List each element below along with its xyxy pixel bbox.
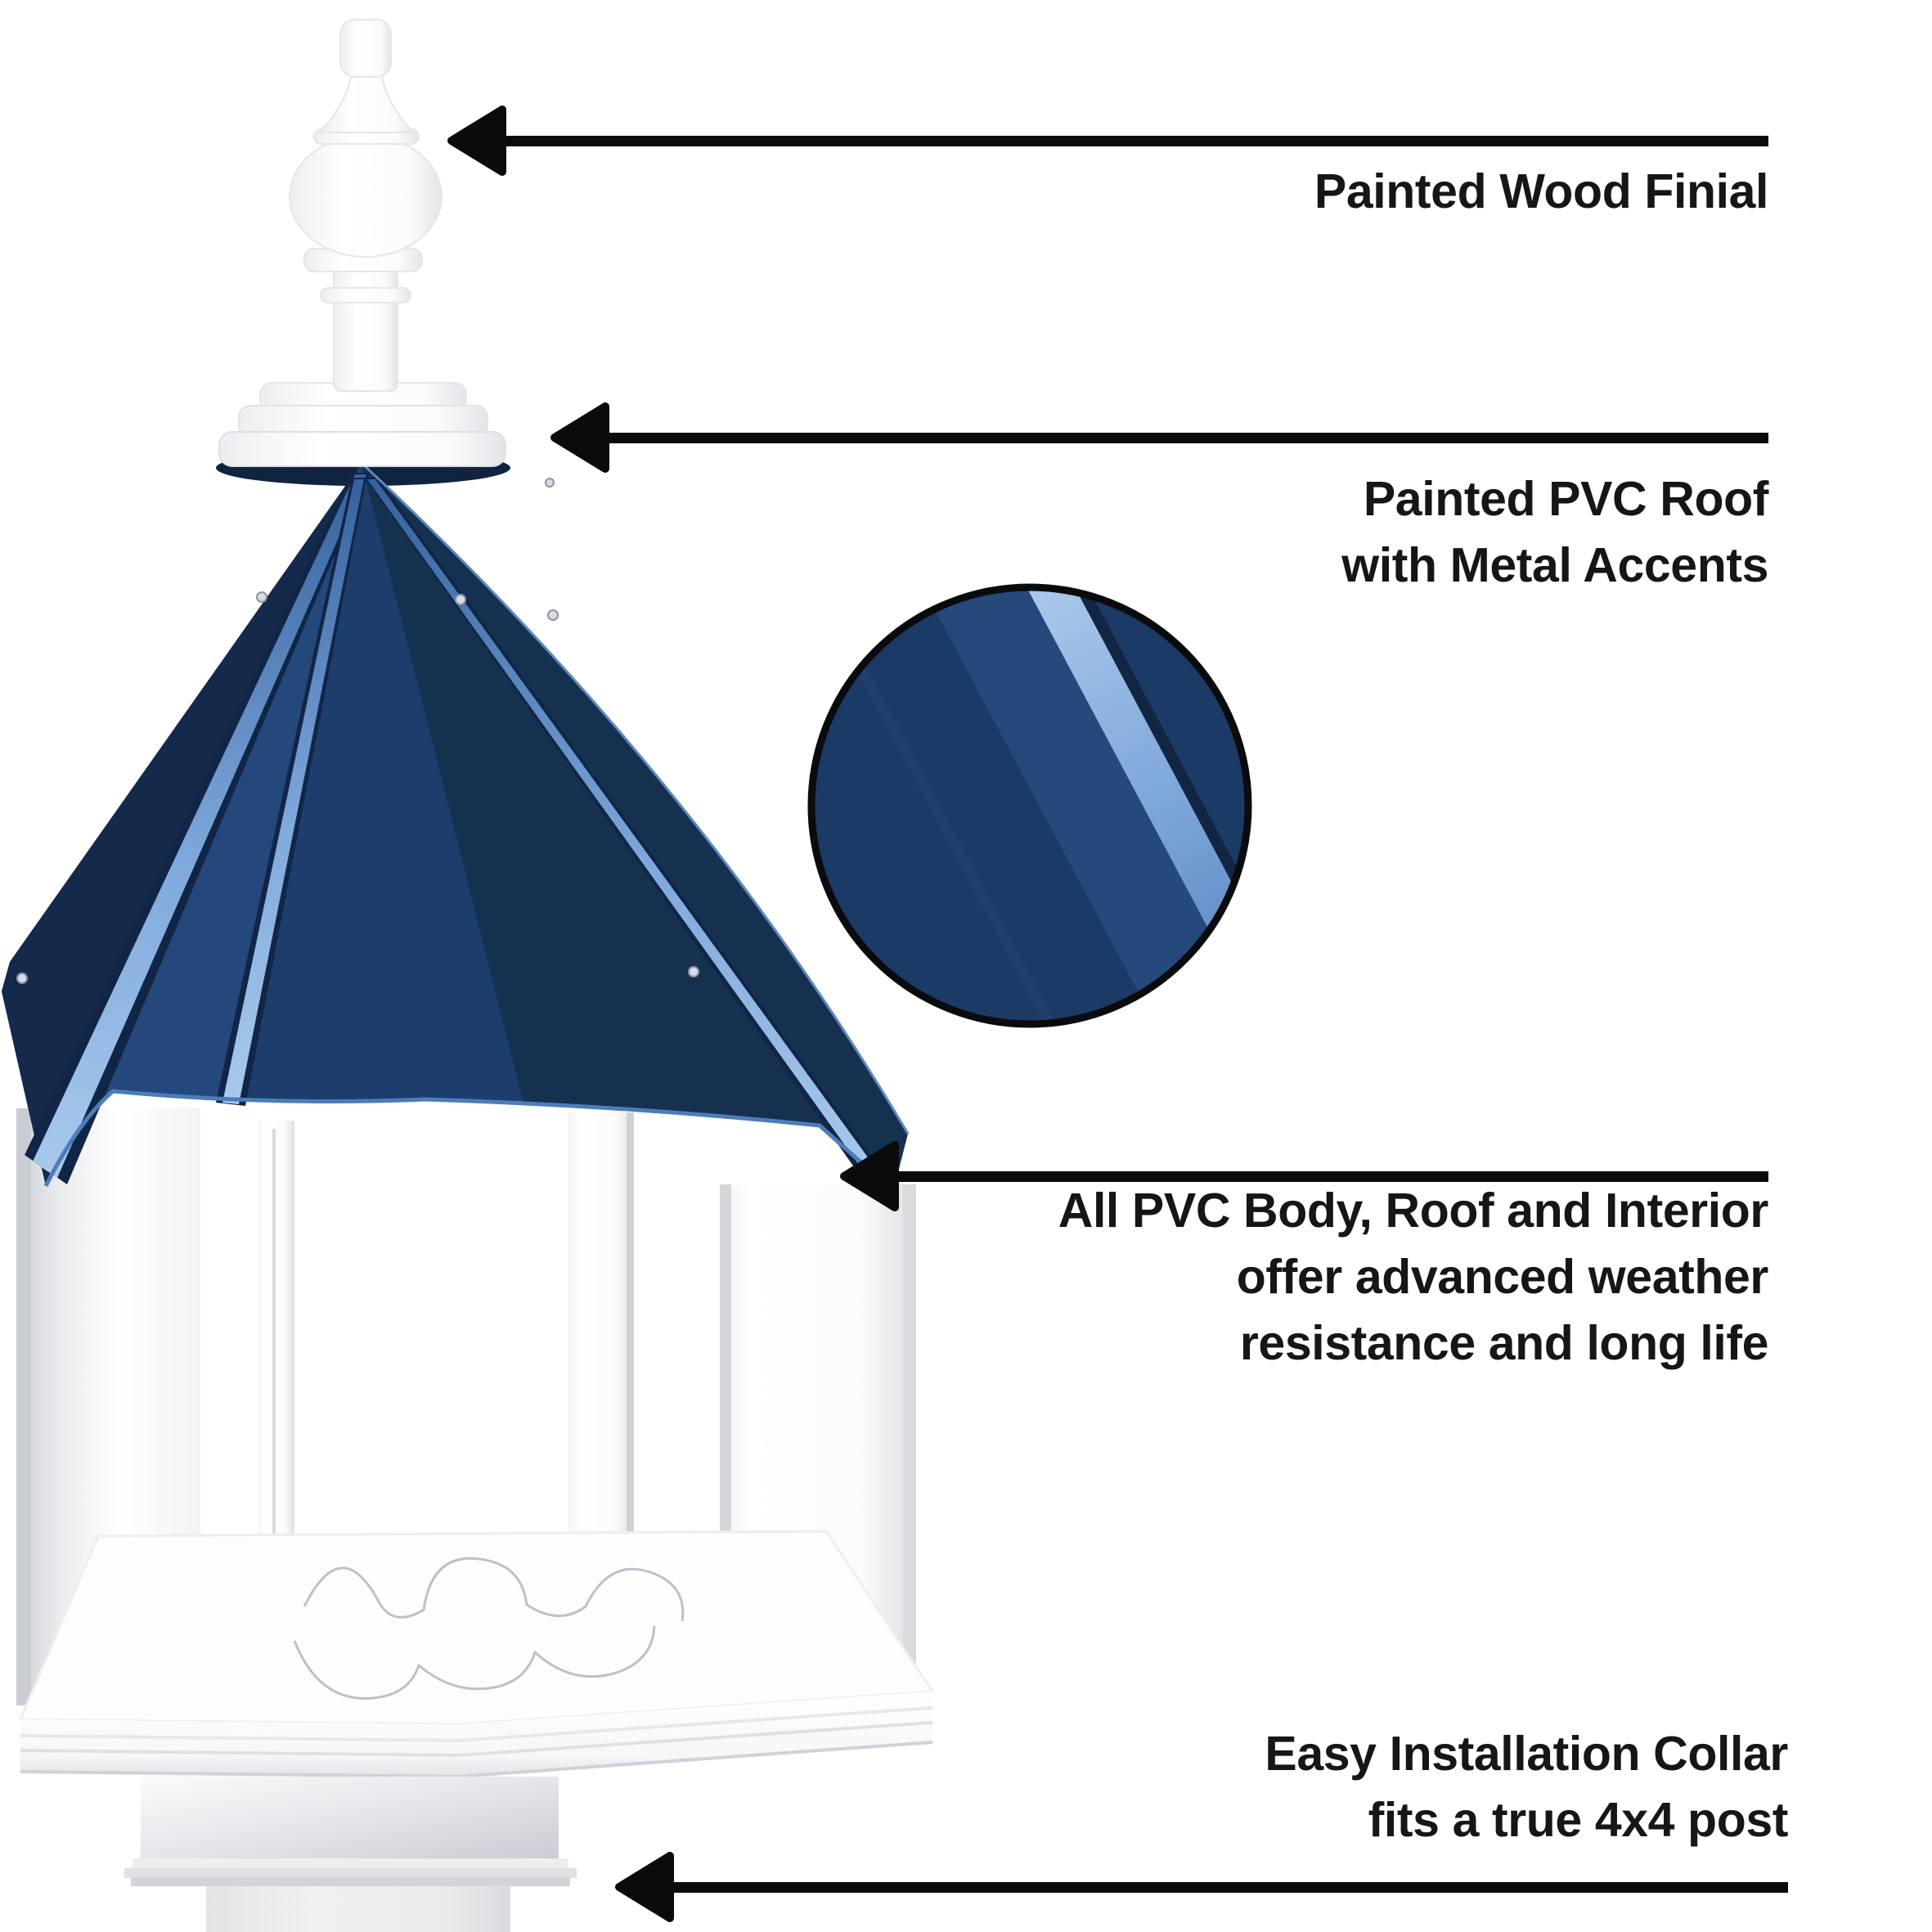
finial-knob [339, 19, 392, 78]
roof-screws [16, 478, 699, 984]
screw-icon [688, 966, 699, 977]
annotation-label-collar: Easy Installation Collar fits a true 4x4… [1265, 1721, 1788, 1853]
inset-seam-faint [811, 587, 1127, 1024]
label-line: with Metal Accents [1341, 538, 1768, 592]
collar-trim-1 [133, 1858, 568, 1869]
annotation-label-roof: Painted PVC Roof with Metal Accents [1341, 466, 1768, 599]
inset-band [874, 587, 1248, 1024]
feeder-tray [18, 1530, 935, 1779]
screw-icon [545, 478, 555, 487]
label-line: All PVC Body, Roof and Interior [1058, 1184, 1769, 1238]
tray-rim [20, 1692, 932, 1777]
finial-ball [289, 135, 443, 258]
finial-arrow-icon [447, 106, 1768, 176]
column-edge-shade-2 [627, 1112, 634, 1579]
seed-tube-edge [272, 1129, 276, 1570]
body-arrow-icon [840, 1141, 1768, 1211]
label-line: resistance and long life [1239, 1316, 1769, 1370]
label-line: offer advanced weather [1236, 1250, 1769, 1304]
rim-groove-1 [20, 1706, 933, 1743]
wood-finial [289, 19, 443, 392]
annotation-arrows [447, 106, 1788, 1922]
label-line: Easy Installation Collar [1265, 1727, 1788, 1781]
screw-icon [256, 591, 267, 603]
label-line: Painted Wood Finial [1314, 164, 1768, 218]
collar-trim-2 [124, 1868, 577, 1878]
column-edge-shade-4 [903, 1184, 916, 1671]
column-rear-left [258, 1121, 294, 1579]
seam-stripe-left [33, 474, 366, 1178]
collar-block [141, 1777, 559, 1860]
collar-trim-3 [131, 1877, 570, 1886]
collar-arrow-icon [615, 1852, 1788, 1922]
label-line: fits a true 4x4 post [1368, 1793, 1789, 1847]
installation-collar [124, 1777, 577, 1886]
rim-groove-2 [20, 1721, 933, 1758]
finial-neck-upper [317, 71, 416, 133]
column-rear-center [568, 1112, 634, 1579]
tray-top-surface [20, 1531, 932, 1724]
roof-arrow-icon [550, 402, 1768, 473]
inset-border [807, 583, 1252, 1028]
roof-cap [218, 382, 506, 467]
mounting-post [206, 1886, 510, 1932]
right-edge-sheen [360, 461, 910, 1134]
seam-stripe-right [367, 479, 887, 1185]
annotation-label-body: All PVC Body, Roof and Interior offer ad… [1058, 1178, 1769, 1377]
seam-stripe-mid [222, 479, 364, 1104]
label-line: Painted PVC Roof [1363, 472, 1769, 526]
feeder-roof [2, 450, 910, 1193]
feeder-columns [16, 1108, 916, 1705]
annotation-label-finial: Painted Wood Finial [1314, 159, 1768, 225]
screw-icon [547, 609, 559, 621]
column-edge-shade [16, 1108, 31, 1705]
finial-ring-lower [320, 287, 411, 303]
roof-metal-seams [25, 473, 893, 1188]
seed-dam [293, 1557, 685, 1700]
screw-icon [455, 594, 466, 605]
eave-sheen [43, 1089, 895, 1193]
cap-tier-bottom [218, 431, 506, 467]
screw-icon [16, 973, 28, 984]
